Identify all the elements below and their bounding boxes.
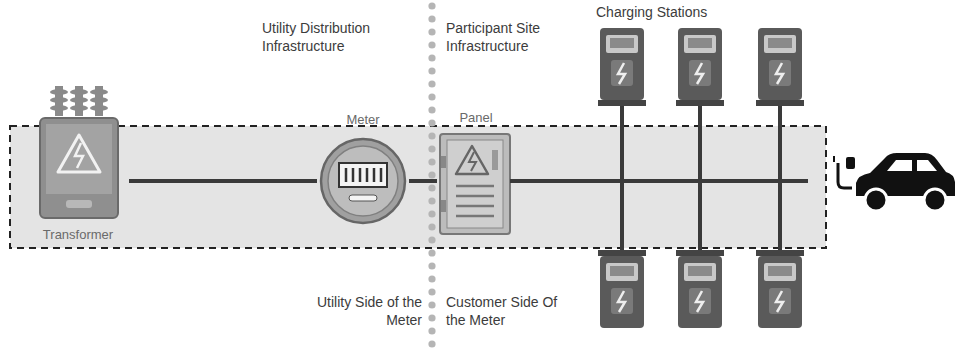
transformer-symbol <box>40 86 118 218</box>
charging-stations <box>598 28 804 328</box>
meter-node: Meter <box>317 112 409 224</box>
transformer-node: Transformer <box>27 84 129 244</box>
system-boundary <box>10 126 826 248</box>
power-line <box>409 179 437 183</box>
charging-station <box>676 250 724 328</box>
group-label: Charging Stations <box>596 4 756 22</box>
panel-symbol <box>440 134 510 234</box>
charging-station <box>756 250 804 328</box>
power-line <box>129 179 317 183</box>
charging-station <box>756 28 804 106</box>
region-label: Participant Site Infrastructure <box>446 20 564 55</box>
charging-station <box>598 28 646 106</box>
side-label: Utility Side of the Meter <box>300 294 422 329</box>
meter-divider <box>428 2 435 347</box>
node-label: Meter <box>317 112 409 127</box>
site-wiring <box>510 100 808 250</box>
region-label: Utility Distribution Infrastructure <box>262 20 412 55</box>
charging-station <box>676 28 724 106</box>
side-label: Customer Side Of the Meter <box>446 294 570 329</box>
ev-car-symbol <box>834 153 955 211</box>
charging-station <box>598 250 646 328</box>
panel-node: Panel <box>437 110 515 236</box>
meter-symbol <box>321 139 405 223</box>
node-label: Transformer <box>27 227 129 242</box>
node-label: Panel <box>437 110 515 125</box>
